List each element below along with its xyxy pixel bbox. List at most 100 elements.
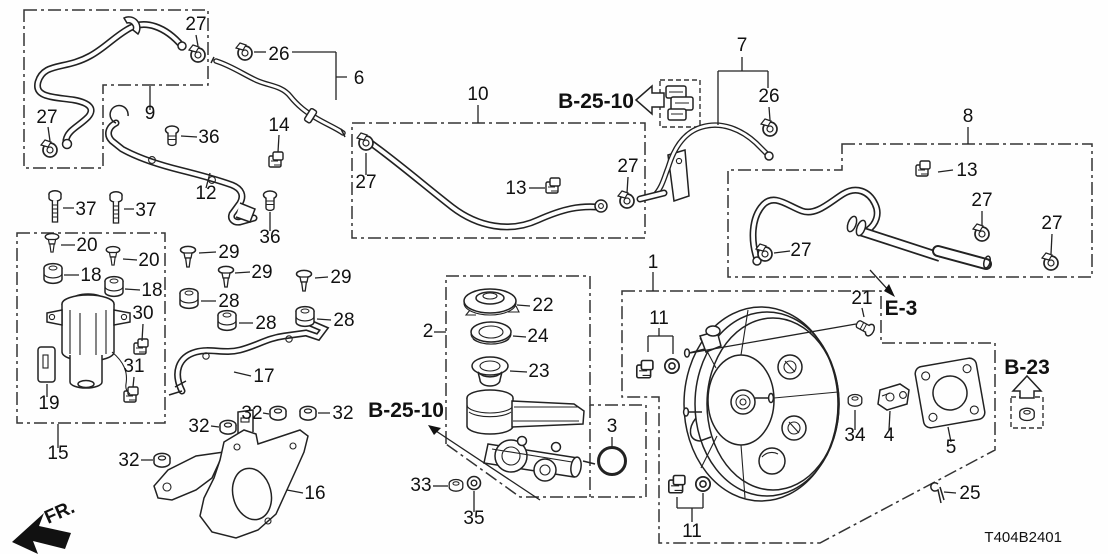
callout-26-a: 26 <box>268 44 289 65</box>
bolt-36-a <box>164 125 180 147</box>
callout-8: 8 <box>963 106 974 127</box>
callout-14: 14 <box>268 115 290 136</box>
callout-37-b: 37 <box>135 200 156 221</box>
callout-32-b: 32 <box>241 403 262 424</box>
bolt-20-a <box>44 232 60 253</box>
clip-30 <box>133 338 149 355</box>
diagram-code: T404B2401 <box>984 529 1062 546</box>
callout-27-e: 27 <box>971 190 992 211</box>
group-box-hose-10 <box>351 122 646 239</box>
callout-27-c: 27 <box>355 172 376 193</box>
callout-1: 1 <box>648 252 659 273</box>
callout-7: 7 <box>737 35 748 56</box>
b2510-joint-part-icon <box>665 85 694 121</box>
clamp-27-d <box>617 190 635 209</box>
group-box-booster-1 <box>621 290 996 544</box>
callout-11-b: 11 <box>682 521 702 542</box>
callout-37-a: 37 <box>75 199 96 220</box>
washer-11-b <box>694 475 712 493</box>
grommet-28-c <box>295 305 315 328</box>
seal-24-drawing <box>470 321 512 345</box>
reservoir-cap-22-drawing <box>463 288 520 316</box>
callout-30: 30 <box>132 303 153 324</box>
bracket-17-drawing <box>168 323 324 396</box>
ref-b2510-top: B-25-10 <box>558 90 634 113</box>
clamp-26-b <box>760 118 778 137</box>
grommet-28-b <box>217 309 237 332</box>
clip-11-b <box>667 474 686 494</box>
bolt-36-b <box>262 190 278 212</box>
callout-27-d: 27 <box>617 156 638 177</box>
bracket-12-drawing <box>109 104 255 223</box>
callout-20-a: 20 <box>76 235 97 256</box>
ref-box-b2510-part <box>659 79 701 128</box>
nut-32-d <box>153 452 171 468</box>
callout-24: 24 <box>527 326 549 347</box>
group-box-reservoir-2 <box>445 275 647 498</box>
callout-28-a: 28 <box>218 291 239 312</box>
callout-22: 22 <box>532 295 553 316</box>
callout-29-b: 29 <box>251 262 272 283</box>
bolt-37-a <box>48 190 62 223</box>
bolt-29-b <box>217 265 235 288</box>
callout-28-c: 28 <box>333 310 354 331</box>
bolt-20-b <box>105 245 121 266</box>
washer-35 <box>466 475 482 491</box>
callout-28-b: 28 <box>255 313 276 334</box>
nut-32-c <box>299 405 317 421</box>
ref-b23: B-23 <box>1004 356 1050 379</box>
callout-18-a: 18 <box>80 265 101 286</box>
clamp-14 <box>268 151 284 168</box>
callout-27-a: 27 <box>185 14 206 35</box>
ref-b2510-bottom: B-25-10 <box>368 399 444 422</box>
clamp-27-e <box>972 223 990 242</box>
nut-32-b <box>269 405 287 421</box>
callout-33: 33 <box>410 475 431 496</box>
group-box-hose-8 <box>727 143 1093 278</box>
bracket-16-drawing <box>153 409 309 539</box>
callout-13-a: 13 <box>505 178 526 199</box>
vacuum-pump-19-drawing <box>37 293 131 395</box>
oring-3-drawing <box>597 446 627 476</box>
clip-13-a <box>545 177 561 194</box>
b2510-top-arrow-icon <box>634 84 665 116</box>
callout-18-b: 18 <box>141 280 162 301</box>
callout-32-c: 32 <box>332 403 353 424</box>
callout-21: 21 <box>851 288 872 309</box>
bolt-29-c <box>295 269 313 292</box>
grommet-18-b <box>104 275 124 298</box>
bolt-29-a <box>179 245 197 268</box>
bolt-21 <box>853 317 877 339</box>
callout-34: 34 <box>844 425 866 446</box>
grommet-28-a <box>179 287 199 310</box>
clip-13-b <box>915 160 931 177</box>
hose-8-drawing <box>753 190 992 270</box>
b23-nut-part-icon <box>1019 407 1035 422</box>
leader-lines <box>46 34 1053 522</box>
clamp-27-c <box>356 132 374 151</box>
brake-booster-drawing <box>682 306 840 502</box>
callout-17: 17 <box>253 366 274 387</box>
callout-27-f: 27 <box>1041 213 1062 234</box>
callout-26-b: 26 <box>758 86 779 107</box>
callout-32-a: 32 <box>188 416 209 437</box>
callout-29-c: 29 <box>330 267 351 288</box>
grommet-18-a <box>43 262 63 285</box>
clamp-27-b <box>40 139 58 158</box>
nut-32-a <box>219 419 237 435</box>
clamp-26-a <box>235 42 253 61</box>
master-cylinder-drawing <box>466 389 596 482</box>
gasket-5-drawing <box>914 357 986 429</box>
callout-3: 3 <box>607 416 618 437</box>
callout-15: 15 <box>47 443 68 464</box>
callout-6: 6 <box>354 68 365 89</box>
group-box-pump-15 <box>16 232 166 424</box>
fr-direction-label: FR. <box>41 497 78 529</box>
fr-direction-arrow-icon <box>12 513 71 554</box>
callout-36-a: 36 <box>198 127 219 148</box>
nut-34 <box>847 393 863 407</box>
callout-20-b: 20 <box>138 250 159 271</box>
callout-9: 9 <box>145 103 156 124</box>
group-box-hose-9 <box>23 9 209 169</box>
